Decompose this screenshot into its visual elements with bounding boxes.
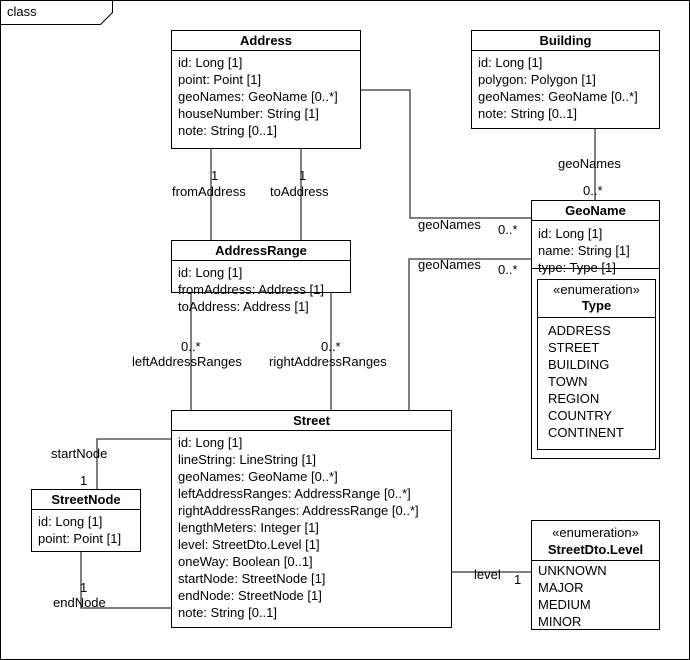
building-geonames-mult: 0..* [583,183,603,198]
start-node-line [96,438,171,489]
street-class-name: Street [172,411,451,431]
end-node-mult: 1 [80,580,88,595]
building-class[interactable]: Building id: Long [1] polygon: Polygon [… [471,30,660,129]
building-attribute: polygon: Polygon [1] [478,72,596,87]
geoname-class[interactable]: GeoName id: Long [1] name: String [1] ty… [531,200,660,459]
type-literal: COUNTRY [548,408,613,423]
street-geonames-role: geoNames [418,257,481,272]
geoname-class-name: GeoName [532,201,659,221]
address-attribute: geoNames: GeoName [0..*] [178,89,338,104]
from-address-mult: 1 [211,168,219,183]
street-attribute: id: Long [1] [178,435,243,450]
type-enumeration[interactable]: «enumeration» Type ADDRESS STREET BUILDI… [537,279,656,450]
streetnode-class-name: StreetNode [32,490,140,510]
addressrange-class-name: AddressRange [172,241,350,261]
street-attribute: lengthMeters: Integer [1] [178,520,319,535]
street-geonames-mult: 0..* [498,262,518,277]
street-attribute: level: StreetDto.Level [1] [178,537,320,552]
streetnode-attribute: point: Point [1] [38,531,122,546]
type-enum-name: Type [581,298,612,313]
level-literal: UNKNOWN [538,563,607,578]
geoname-attribute: name: String [1] [538,243,630,258]
addressrange-attribute: toAddress: Address [1] [178,299,309,314]
left-ranges-mult: 0..* [181,339,201,354]
level-literal: MAJOR [538,580,584,595]
street-attribute: rightAddressRanges: AddressRange [0..*] [178,503,419,518]
type-literal: STREET [548,340,600,355]
frame-tab [0,0,113,25]
building-geonames-role: geoNames [558,156,621,171]
level-enum-name: StreetDto.Level [547,542,644,557]
level-mult: 1 [514,572,522,587]
address-geonames-line [360,89,531,219]
to-address-role: toAddress [270,184,329,199]
geoname-attribute: type: Type [1] [538,260,616,275]
address-attribute: houseNumber: String [1] [178,106,319,121]
address-attribute: point: Point [1] [178,72,262,87]
streetnode-class[interactable]: StreetNode id: Long [1] point: Point [1] [31,489,141,552]
right-ranges-role: rightAddressRanges [269,354,387,369]
street-attribute: lineString: LineString [1] [178,452,317,467]
frame-label: class [7,4,37,19]
level-stereotype: «enumeration» [552,525,639,540]
level-literal: MINOR [538,614,582,629]
end-node-line [80,552,171,609]
type-literal: REGION [548,391,600,406]
street-attribute: oneWay: Boolean [0..1] [178,554,313,569]
address-geonames-role: geoNames [418,217,481,232]
street-attribute: endNode: StreetNode [1] [178,588,322,603]
to-address-mult: 1 [299,168,307,183]
level-literal: MEDIUM [538,597,591,612]
end-node-role: endNode [53,595,106,610]
address-class-name: Address [172,31,360,51]
building-class-name: Building [472,31,659,51]
level-enumeration[interactable]: «enumeration» StreetDto.Level UNKNOWN MA… [531,520,660,630]
geoname-attribute: id: Long [1] [538,226,603,241]
type-stereotype: «enumeration» [553,282,640,297]
type-literal: ADDRESS [548,323,611,338]
address-geonames-mult: 0..* [498,222,518,237]
street-attribute: leftAddressRanges: AddressRange [0..*] [178,486,411,501]
right-ranges-mult: 0..* [321,339,341,354]
level-role: level [474,567,501,582]
street-class[interactable]: Street id: Long [1] lineString: LineStri… [171,410,452,628]
building-attribute: geoNames: GeoName [0..*] [478,89,638,104]
addressrange-attribute: id: Long [1] [178,265,243,280]
type-literal: BUILDING [548,357,610,372]
type-literal: CONTINENT [548,425,624,440]
address-attribute: note: String [0..1] [178,123,278,138]
address-attribute: id: Long [1] [178,55,243,70]
building-attribute: id: Long [1] [478,55,543,70]
addressrange-class[interactable]: AddressRange id: Long [1] fromAddress: A… [171,240,351,314]
start-node-mult: 1 [80,473,88,488]
street-geonames-line [408,258,531,410]
from-address-role: fromAddress [172,184,246,199]
address-class[interactable]: Address id: Long [1] point: Point [1] ge… [171,30,361,149]
start-node-role: startNode [51,446,108,461]
streetnode-attribute: id: Long [1] [38,514,103,529]
street-attribute: note: String [0..1] [178,605,278,620]
addressrange-attribute: fromAddress: Address [1] [178,282,324,297]
street-attribute: geoNames: GeoName [0..*] [178,469,338,484]
street-attribute: startNode: StreetNode [1] [178,571,326,586]
left-ranges-role: leftAddressRanges [132,354,242,369]
building-attribute: note: String [0..1] [478,106,578,121]
type-literal: TOWN [548,374,588,389]
